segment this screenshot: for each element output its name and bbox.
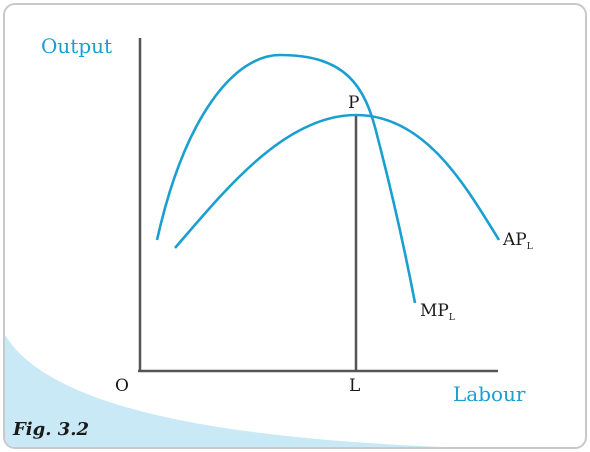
ap-curve: [174, 113, 501, 249]
point-p-label: P: [348, 93, 359, 113]
ap-curve-label: APL: [502, 230, 533, 252]
mp-curve-label: MPL: [420, 301, 455, 323]
ap-label-main: AP: [502, 230, 527, 250]
figure-caption: Fig. 3.2: [13, 419, 90, 440]
tick-l-label: L: [349, 376, 360, 396]
y-axis-label: Output: [41, 34, 112, 58]
mp-label-main: MP: [420, 301, 449, 321]
production-diagram: Output Labour O P L APL MPL: [5, 34, 533, 447]
origin-label: O: [115, 376, 129, 396]
decorative-wave: [5, 335, 445, 447]
ap-label-sub: L: [527, 242, 533, 252]
figure-card: Output Labour O P L APL MPL Fig. 3.2: [3, 3, 587, 449]
mp-label-sub: L: [449, 313, 455, 323]
mp-curve: [155, 53, 417, 304]
x-axis-label: Labour: [453, 382, 526, 406]
